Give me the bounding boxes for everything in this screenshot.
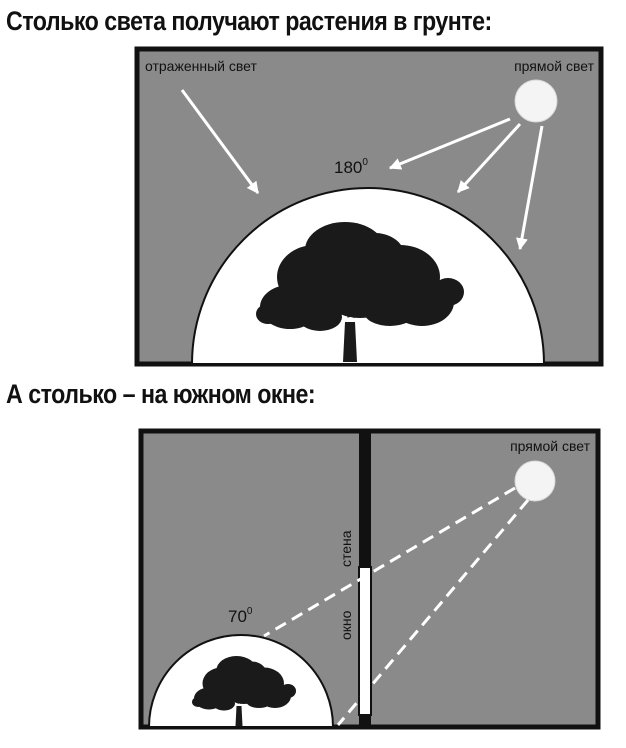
wall: [359, 431, 371, 567]
sun-icon: [514, 79, 558, 123]
direct-light-label: прямой свет: [510, 438, 591, 454]
panel2-heading: А столько – на южном окне:: [6, 379, 316, 409]
direct-light-arrow: [515, 125, 544, 251]
angle-180-label: 1800: [334, 157, 368, 177]
direct-light-rays: [263, 486, 530, 726]
direct-light-ray: [263, 486, 516, 638]
panel2: прямой свет 700 стена окно: [138, 428, 601, 730]
direct-light-arrow: [388, 117, 511, 170]
panel1-heading: Столько света получают растения в грунте…: [6, 6, 492, 36]
reflected-light-label: отраженный свет: [145, 58, 257, 74]
direct-light-label: прямой свет: [514, 58, 595, 74]
panel1: отраженный свет прямой свет 1800: [134, 46, 604, 367]
sun-icon: [514, 460, 556, 502]
reflected-light-arrow: [180, 89, 260, 194]
direct-light-ray: [336, 499, 530, 726]
direct-light-arrow: [456, 122, 522, 194]
angle-70-label: 700: [228, 606, 253, 626]
window-label: окно: [338, 610, 354, 640]
wall-base: [359, 715, 371, 727]
wall-label: стена: [338, 530, 354, 567]
direct-light-arrows: [388, 117, 544, 251]
